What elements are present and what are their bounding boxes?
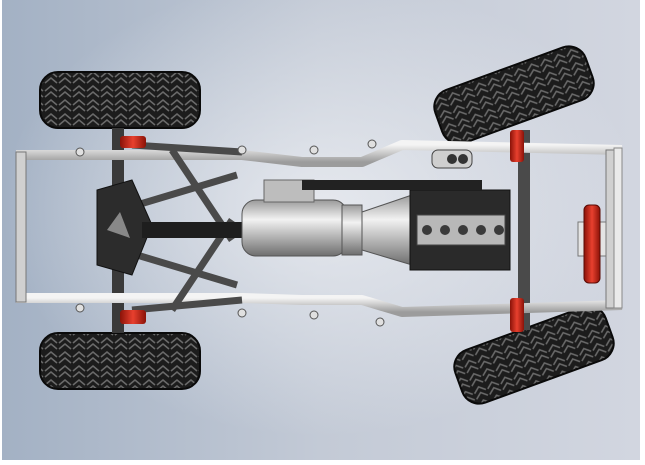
cad-render-viewport: [2, 0, 640, 460]
frame-mounts: [75, 139, 385, 327]
front-bumper: [613, 147, 623, 309]
wheel-front-left: [433, 45, 595, 145]
frame: [15, 140, 623, 317]
wheel-rear-left: [39, 71, 201, 129]
engine: [302, 149, 511, 271]
steering-shaft: [302, 180, 482, 190]
transmission: [241, 179, 413, 266]
wheel-rear-right: [39, 332, 201, 390]
driveshaft: [142, 222, 242, 238]
shock-absorbers: [120, 130, 524, 332]
front-axle-tube: [518, 130, 530, 330]
chassis-render: [2, 0, 640, 460]
rear-differential: [96, 179, 153, 276]
fire-extinguisher: [577, 204, 607, 284]
